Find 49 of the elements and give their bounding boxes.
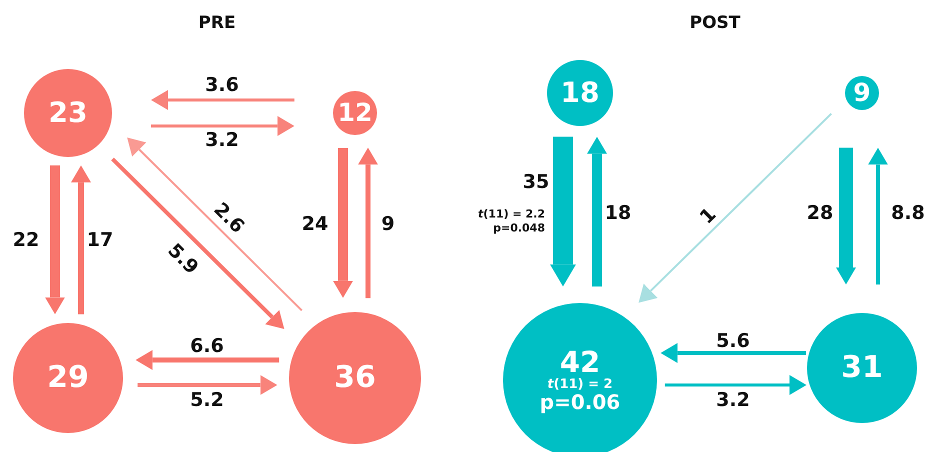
count-value: 42: [560, 347, 600, 378]
count-value: 29: [47, 362, 89, 394]
flow-arrow: [45, 165, 65, 314]
edge-label: 17: [86, 229, 114, 251]
edge-label: 2.6: [209, 198, 249, 238]
statistic-text: t(11) = 2: [547, 378, 613, 392]
flow-arrow: [868, 148, 888, 284]
count-value: 12: [338, 100, 372, 126]
flow-arrow: [550, 136, 576, 286]
flow-arrow: [660, 343, 806, 363]
flow-arrow: [136, 350, 280, 370]
panel-title: PRE: [198, 13, 236, 33]
edge-label: 9: [381, 213, 395, 235]
edge-label: 5.9: [163, 239, 203, 279]
count-value: 36: [334, 362, 376, 394]
panel-title: POST: [690, 13, 740, 33]
flow-arrow: [664, 375, 806, 395]
flow-arrow: [127, 138, 302, 312]
edge-label: 8.8: [891, 202, 925, 224]
statistic-text: p=0.06: [540, 392, 620, 413]
edge-label: 18: [604, 202, 632, 224]
edge-label: 22: [12, 229, 40, 251]
flow-arrow: [358, 148, 378, 298]
count-value: 31: [841, 352, 883, 384]
count-value: 9: [853, 80, 871, 106]
statistic-text: t(11) = 2.2 p=0.048: [477, 208, 545, 236]
flow-arrow: [111, 158, 284, 330]
count-value: 18: [560, 78, 600, 108]
edge-label: 28: [806, 202, 834, 224]
flow-arrow: [151, 116, 294, 136]
edge-label: 35: [522, 171, 550, 193]
flow-arrow: [836, 148, 856, 284]
flow-arrow: [151, 90, 294, 110]
flow-arrow: [638, 112, 832, 303]
edge-label: 1: [696, 204, 720, 228]
flow-arrow: [333, 148, 353, 298]
edge-label: 3.2: [205, 129, 239, 151]
count-circle: [333, 91, 377, 135]
edge-label: 3.6: [205, 74, 239, 96]
edge-label: 6.6: [190, 335, 224, 357]
count-value: 23: [48, 98, 88, 128]
count-circle: [845, 76, 879, 110]
edge-label: 5.2: [190, 389, 224, 411]
flow-arrow: [71, 165, 91, 314]
edge-label: 3.2: [716, 389, 750, 411]
flow-arrow: [138, 375, 278, 395]
edge-label: 24: [302, 213, 328, 235]
edge-label: 5.6: [716, 330, 750, 352]
flow-arrow: [587, 136, 607, 286]
